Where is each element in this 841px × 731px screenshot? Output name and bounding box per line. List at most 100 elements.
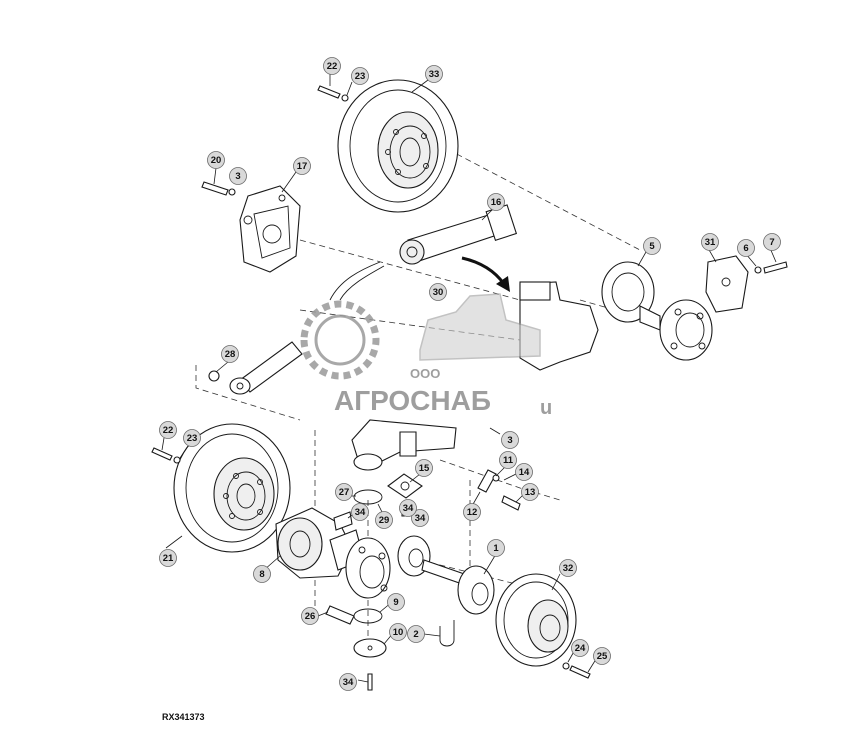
callout-number: 34 — [355, 507, 366, 518]
upper-tire — [337, 79, 459, 213]
callout-circle — [323, 57, 341, 75]
bolt-lower-right — [562, 662, 591, 679]
rotation-arrow — [461, 256, 506, 285]
callout-number: 16 — [491, 197, 502, 208]
callout-21: 21 — [159, 549, 177, 567]
callout-number: 1 — [493, 543, 499, 554]
callout-number: 34 — [415, 513, 426, 524]
callout-5: 5 — [643, 237, 661, 255]
callout-circle — [229, 167, 247, 185]
callout-34: 34 — [339, 673, 357, 691]
callout-number: 27 — [339, 487, 350, 498]
callout-number: 15 — [419, 463, 430, 474]
callout-7: 7 — [763, 233, 781, 251]
callout-number: 12 — [467, 507, 478, 518]
seal-plate — [353, 638, 387, 658]
callout-circle — [487, 193, 505, 211]
callout-circle — [559, 559, 577, 577]
callout-circle — [335, 483, 353, 501]
o-ring-upper — [353, 489, 383, 505]
bolt-lower-left — [151, 447, 181, 464]
callout-circle — [183, 429, 201, 447]
callout-number: 25 — [597, 651, 608, 662]
callout-number: 14 — [519, 467, 530, 478]
dowel-pin — [325, 605, 355, 625]
callout-2: 2 — [407, 625, 425, 643]
callout-28: 28 — [221, 345, 239, 363]
callout-circle — [159, 421, 177, 439]
callout-3: 3 — [501, 431, 519, 449]
callout-number: 5 — [649, 241, 655, 252]
callout-17: 17 — [293, 157, 311, 175]
o-ring-lower — [353, 608, 383, 624]
callout-number: 26 — [305, 611, 316, 622]
callout-number: 22 — [327, 61, 338, 72]
callout-number: 22 — [163, 425, 174, 436]
cover-plate — [387, 473, 423, 499]
callout-number: 23 — [355, 71, 366, 82]
lower-tire-left — [173, 423, 291, 553]
callout-number: 31 — [705, 237, 716, 248]
bolt-upper-right — [754, 261, 788, 274]
side-bracket — [705, 255, 749, 313]
callout-number: 17 — [297, 161, 308, 172]
callout-circle — [301, 607, 319, 625]
callout-circle — [763, 233, 781, 251]
watermark-company: АГРОСНАБ — [334, 385, 491, 416]
callout-34: 34 — [351, 503, 369, 521]
callout-23: 23 — [183, 429, 201, 447]
callout-circle — [411, 509, 429, 527]
callout-3: 3 — [229, 167, 247, 185]
callout-number: 10 — [393, 627, 404, 638]
callout-circle — [389, 623, 407, 641]
callout-number: 29 — [379, 515, 390, 526]
callout-34: 34 — [411, 509, 429, 527]
gear-icon — [300, 300, 380, 380]
callout-32: 32 — [559, 559, 577, 577]
pivot-housing — [351, 419, 457, 471]
callout-number: 32 — [563, 563, 574, 574]
callout-circle — [501, 431, 519, 449]
callout-circle — [159, 549, 177, 567]
callout-number: 6 — [743, 243, 748, 254]
callout-26: 26 — [301, 607, 319, 625]
callout-circle — [487, 539, 505, 557]
callout-number: 7 — [769, 237, 774, 248]
callout-circle — [387, 593, 405, 611]
harvester-icon — [419, 293, 541, 361]
link-plate — [477, 469, 521, 511]
callout-number: 20 — [211, 155, 222, 166]
drive-shaft — [397, 535, 495, 615]
callout-10: 10 — [389, 623, 407, 641]
mount-bracket — [239, 185, 301, 273]
callout-circle — [253, 565, 271, 583]
callout-34: 34 — [399, 499, 417, 517]
callout-29: 29 — [375, 511, 393, 529]
callout-circle — [515, 463, 533, 481]
callout-6: 6 — [737, 239, 755, 257]
bolt-top — [317, 85, 349, 102]
callout-number: 3 — [235, 171, 240, 182]
callout-15: 15 — [415, 459, 433, 477]
callout-number: 30 — [433, 287, 444, 298]
wheel-hub-lower — [345, 537, 391, 599]
steering-cylinder — [329, 204, 518, 301]
callout-circle — [407, 625, 425, 643]
bolt-34-lower — [367, 673, 373, 691]
callout-number: 11 — [503, 455, 514, 466]
callout-27: 27 — [335, 483, 353, 501]
callout-circle — [499, 451, 517, 469]
u-bolt — [439, 620, 455, 647]
figure-reference-code: RX341373 — [162, 712, 205, 722]
callout-circle — [463, 503, 481, 521]
small-plate — [333, 511, 353, 531]
callout-circle — [701, 233, 719, 251]
callout-12: 12 — [463, 503, 481, 521]
callout-23: 23 — [351, 67, 369, 85]
callout-circle — [375, 511, 393, 529]
callout-16: 16 — [487, 193, 505, 211]
callout-11: 11 — [499, 451, 517, 469]
callout-22: 22 — [159, 421, 177, 439]
